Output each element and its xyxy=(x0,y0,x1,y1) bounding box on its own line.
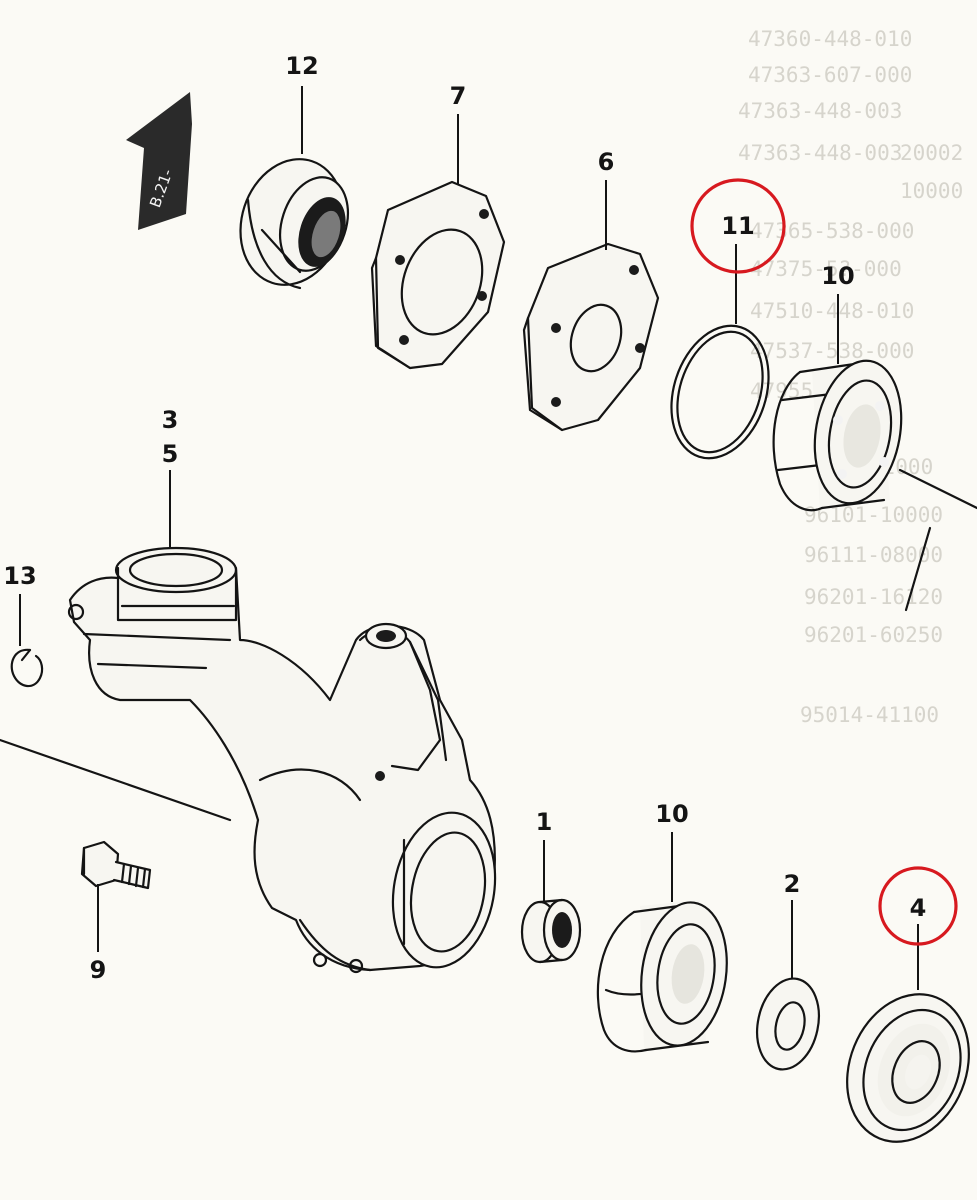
background-ghost-text: 47360-448-010 47363-607-000 47363-448-00… xyxy=(738,27,963,727)
callout-5: 5 xyxy=(162,440,179,468)
upper-bearing-part-icon xyxy=(772,359,977,612)
snap-ring-part-icon xyxy=(10,648,44,688)
highlight-circles xyxy=(690,178,958,946)
seal-cup-part-icon xyxy=(239,158,349,290)
leader-lines xyxy=(19,86,919,990)
direction-arrow-icon: B.21- xyxy=(126,92,192,230)
callout-10-lower: 10 xyxy=(655,800,688,828)
lower-bearing-part-icon xyxy=(596,900,728,1053)
ghost-part-number: 47365-538-000 xyxy=(750,219,914,243)
ghost-part-number: 47363-607-000 xyxy=(748,63,912,87)
callout-4: 4 xyxy=(910,894,927,922)
callout-1: 1 xyxy=(536,808,553,836)
ghost-part-number: 95014-41100 xyxy=(800,703,939,727)
callout-9: 9 xyxy=(90,956,107,984)
collar-part-icon xyxy=(520,898,582,964)
callout-6: 6 xyxy=(598,148,615,176)
ghost-part-number: 47375-5?-000 xyxy=(750,257,902,281)
ghost-part-number: 96201-16120 xyxy=(804,585,943,609)
washer-part-icon xyxy=(756,977,820,1071)
callout-7: 7 xyxy=(450,82,467,110)
dust-seal-part-icon xyxy=(846,993,970,1143)
o-ring-part-icon xyxy=(670,324,770,460)
knuckle-arm-part-icon xyxy=(0,546,497,974)
callout-13: 13 xyxy=(3,562,36,590)
highlight-circle-4 xyxy=(878,866,958,946)
ghost-part-number: 96201-60250 xyxy=(804,623,943,647)
ghost-right-column: 10000 xyxy=(900,179,963,203)
callout-3: 3 xyxy=(162,406,179,434)
callout-11: 11 xyxy=(721,212,754,240)
ghost-right-column: 20002 xyxy=(900,141,963,165)
ghost-part-number: 47360-448-010 xyxy=(748,27,912,51)
inner-plate-part-icon xyxy=(522,242,660,432)
outer-plate-part-icon xyxy=(370,180,506,370)
ghost-part-number: 47537-538-000 xyxy=(750,339,914,363)
callout-2: 2 xyxy=(784,870,801,898)
ghost-part-number: 47510-448-010 xyxy=(750,299,914,323)
ghost-part-number: 47363-448-003 xyxy=(738,99,902,123)
callout-labels: 12 7 6 11 10 3 5 13 9 1 10 2 4 xyxy=(3,52,926,984)
callout-10-upper: 10 xyxy=(821,262,854,290)
ghost-part-number: 47363-448-003 xyxy=(738,141,902,165)
highlight-circle-11 xyxy=(690,178,786,274)
callout-12: 12 xyxy=(285,52,318,80)
bolt-part-icon xyxy=(80,840,152,890)
